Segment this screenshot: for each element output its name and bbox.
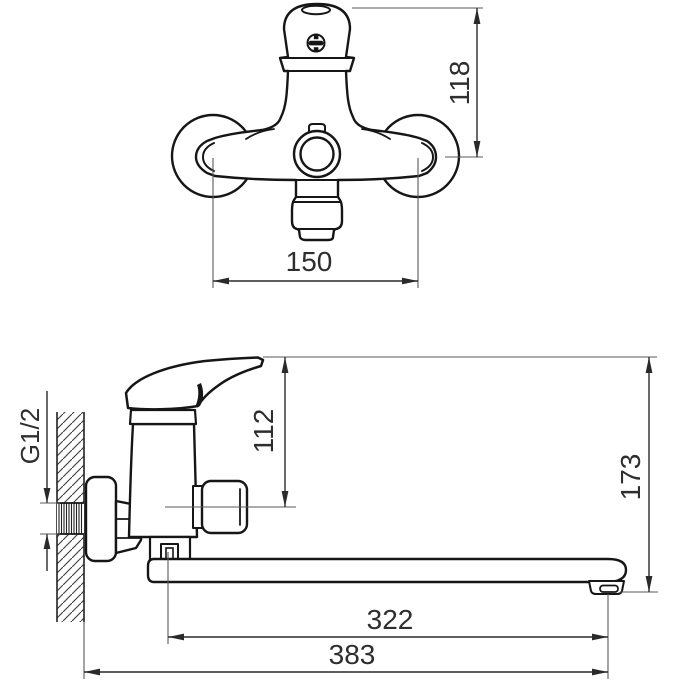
arrowhead-up xyxy=(645,357,653,373)
boss-inner-circle xyxy=(299,136,335,172)
arrowhead-up xyxy=(473,8,481,24)
handle-cap-slot xyxy=(301,4,331,16)
thread-connection xyxy=(57,502,84,535)
aerator-slot xyxy=(599,584,619,593)
extension-lines xyxy=(212,158,419,288)
arrowhead-right xyxy=(592,633,608,641)
dimension-383-label: 383 xyxy=(329,639,376,670)
dimension-thread-g12: G1/2 xyxy=(15,391,60,571)
dimension-322-label: 322 xyxy=(367,604,414,635)
spout xyxy=(146,557,628,584)
dimension-118-label: 118 xyxy=(444,61,475,106)
wall-escutcheon xyxy=(84,475,118,563)
dimension-173-label: 173 xyxy=(615,454,646,501)
thread-edges xyxy=(57,502,84,535)
dimension-322: 322 xyxy=(167,552,609,679)
dimension-112: 112 xyxy=(165,357,296,508)
front-view xyxy=(170,2,461,242)
dimension-383: 383 xyxy=(83,622,608,679)
thread-lines xyxy=(58,503,83,534)
arrowhead-down xyxy=(645,576,653,592)
dimension-118: 118 xyxy=(352,7,483,158)
side-view xyxy=(56,356,628,622)
cap-left-inner-line xyxy=(202,142,215,172)
lever-edge-shade xyxy=(195,383,204,407)
dimension-173: 173 xyxy=(615,357,658,593)
arrowhead-up xyxy=(43,534,51,549)
dimension-112-label: 112 xyxy=(248,409,279,454)
arrowhead-right xyxy=(402,277,418,285)
extension-lines xyxy=(40,502,60,535)
arrowhead-right xyxy=(592,668,608,676)
dimension-150-label: 150 xyxy=(286,246,333,277)
lever-handle xyxy=(124,356,265,411)
thread-size-label: G1/2 xyxy=(15,408,45,464)
arrowhead-down xyxy=(43,488,51,503)
screw-slot xyxy=(308,40,324,46)
dimension-150: 150 xyxy=(212,158,419,288)
arm-accent-arcs xyxy=(245,128,391,140)
mixer-body-side xyxy=(127,422,199,539)
handle-neck xyxy=(128,408,198,426)
arrowhead-down xyxy=(473,141,481,157)
arrowhead-left xyxy=(213,277,229,285)
cap-right-inner-line xyxy=(421,142,434,172)
spout-clamp xyxy=(160,543,179,561)
arrowhead-left xyxy=(168,633,184,641)
arrowhead-left xyxy=(84,668,100,676)
arrowhead-down xyxy=(281,491,289,507)
screw-nub-bottom xyxy=(313,47,319,52)
outlet-joint-lines xyxy=(293,196,341,203)
mixer-body-front xyxy=(194,2,438,242)
screw-nub-top xyxy=(313,35,319,40)
arrowhead-up xyxy=(281,357,289,373)
